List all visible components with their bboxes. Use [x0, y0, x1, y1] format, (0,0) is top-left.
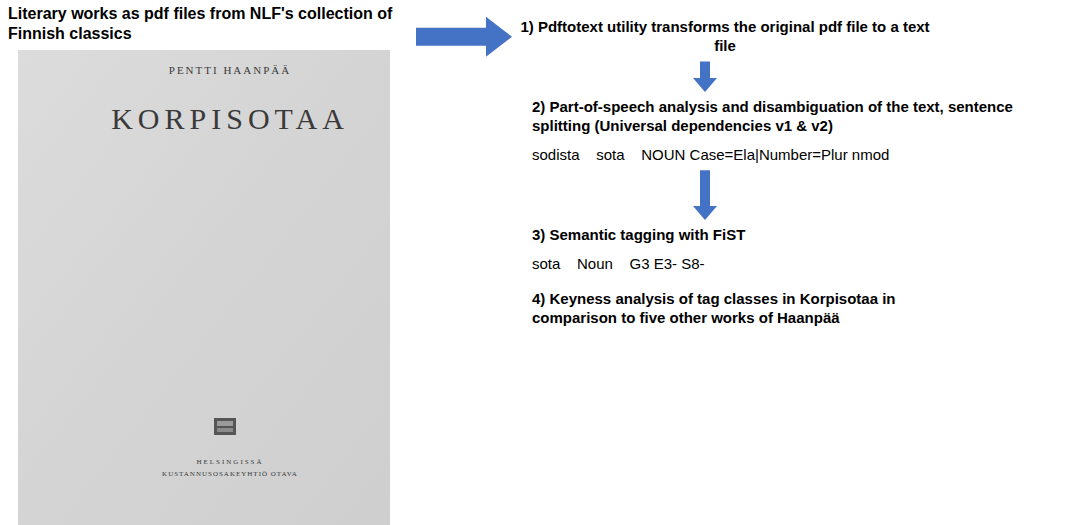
step-text: 2) Part-of-speech analysis and disambigu… [532, 98, 1068, 136]
cover-text: HELSINGISSÄ [60, 458, 400, 466]
flow-arrow [693, 62, 717, 93]
flow-arrow [416, 17, 512, 57]
heading: Literary works as pdf files from NLF's c… [8, 4, 408, 44]
step-text: 4) Keyness analysis of tag classes in Ko… [532, 290, 952, 328]
step-text: 3) Semantic tagging with FiST [532, 226, 1052, 245]
step-box: 3) Semantic tagging with FiST sota Noun G… [532, 226, 1052, 274]
example-annotation: sota Noun G3 E3- S8- [532, 255, 1052, 274]
step-box: 4) Keyness analysis of tag classes in Ko… [532, 290, 952, 328]
cover-text: PENTTI HAANPÄÄ [60, 64, 400, 76]
publisher-logo [214, 418, 236, 435]
cover-text: KUSTANNUSOSAKEYHTIÖ OTAVA [40, 470, 420, 478]
step-box: 1) Pdftotext utility transforms the orig… [520, 18, 930, 56]
cover-text: KORPISOTAA [40, 102, 420, 136]
step-text: 1) Pdftotext utility transforms the orig… [520, 18, 930, 56]
flow-arrow [693, 170, 717, 220]
step-box: 2) Part-of-speech analysis and disambigu… [532, 98, 1068, 164]
example-annotation: sodista sota NOUN Case=Ela|Number=Plur n… [532, 146, 1068, 165]
heading-text: Literary works as pdf files from NLF's c… [8, 4, 408, 44]
